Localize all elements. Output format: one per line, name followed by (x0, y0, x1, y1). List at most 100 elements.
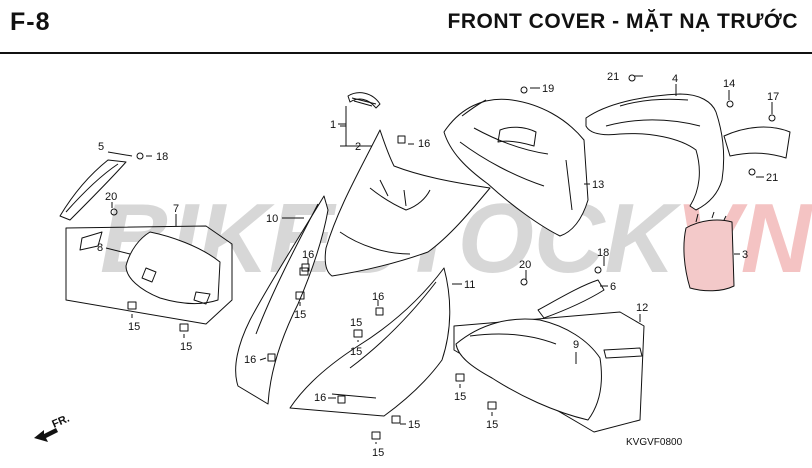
nut-16 (375, 307, 384, 316)
callout-5: 5 (98, 141, 104, 153)
header-rule (0, 52, 812, 54)
callout-18: 18 (156, 151, 168, 163)
clip-15 (371, 431, 381, 440)
clip-15 (455, 373, 465, 382)
callout-9: 9 (573, 339, 579, 351)
part-2-edge (339, 231, 411, 255)
part-9-lower-cover (455, 318, 602, 421)
part-13-detail (459, 99, 573, 211)
screw-21 (628, 74, 636, 82)
part-2-front-cover (324, 129, 491, 277)
part-12-emblem (603, 347, 643, 359)
part-13-inner-cover (443, 98, 589, 237)
bracket-1-2 (340, 106, 347, 147)
callout-15: 15 (350, 317, 362, 329)
callout-17: 17 (767, 91, 779, 103)
callout-21: 21 (607, 71, 619, 83)
nut-16 (301, 263, 310, 272)
screw-19 (520, 86, 528, 94)
part-9-detail (469, 333, 557, 345)
callout-15: 15 (128, 321, 140, 333)
part-10-detail (255, 203, 319, 335)
callout-20: 20 (519, 259, 531, 271)
screw-21 (748, 168, 756, 176)
callout-16: 16 (244, 354, 256, 366)
clip-15 (127, 301, 137, 310)
callout-1: 1 (330, 119, 336, 131)
callout-8: 8 (97, 242, 103, 254)
page-title: FRONT COVER - MẶT NẠ TRƯỚC (447, 10, 798, 33)
front-direction-indicator: FR. (34, 413, 71, 442)
screw-20 (520, 278, 528, 286)
part-13-recess (497, 126, 537, 147)
screw-20 (110, 208, 118, 216)
clip-15 (295, 291, 305, 300)
part-11-right-panel (289, 267, 451, 417)
callout-6: 6 (610, 281, 616, 293)
part-4-detail (605, 98, 701, 127)
callout-10: 10 (266, 213, 278, 225)
leader-line (259, 357, 267, 361)
callout-16: 16 (302, 249, 314, 261)
part-17-cover-arm (723, 126, 791, 159)
callout-18: 18 (597, 247, 609, 259)
part-7-clip (79, 231, 103, 251)
part-11-detail (331, 281, 437, 399)
callout-16: 16 (314, 392, 326, 404)
callout-19: 19 (542, 83, 554, 95)
callout-4: 4 (672, 73, 678, 85)
leader-line (105, 247, 131, 255)
reference-code: KVGVF0800 (626, 437, 683, 448)
callout-7: 7 (173, 203, 179, 215)
part-5-detail (65, 163, 119, 213)
leader-line (107, 151, 133, 157)
part-10-left-panel (235, 195, 329, 405)
callout-15: 15 (408, 419, 420, 431)
callout-13: 13 (592, 179, 604, 191)
screw-18 (594, 266, 602, 274)
screw-14 (726, 100, 734, 108)
screw-18 (136, 152, 144, 160)
part-5-trim (59, 159, 127, 221)
callout-15: 15 (454, 391, 466, 403)
page-code: F-8 (10, 8, 51, 36)
callout-15: 15 (372, 447, 384, 459)
clip-15 (487, 401, 497, 410)
callout-11: 11 (464, 279, 475, 291)
part-8-tabs (141, 267, 211, 305)
callout-20: 20 (105, 191, 117, 203)
callout-15: 15 (486, 419, 498, 431)
callout-21: 21 (766, 172, 778, 184)
clip-15 (179, 323, 189, 332)
callout-15: 15 (180, 341, 192, 353)
callout-15: 15 (294, 309, 306, 321)
callout-16: 16 (372, 291, 384, 303)
screw-17 (768, 114, 776, 122)
nut-16 (337, 395, 346, 404)
callout-14: 14 (723, 78, 735, 90)
callout-15: 15 (350, 346, 362, 358)
callout-12: 12 (636, 302, 648, 314)
part-1-emblem (347, 92, 381, 109)
part-12-frame (453, 311, 645, 433)
callout-3: 3 (742, 249, 748, 261)
part-2-detail (369, 187, 431, 211)
nut-16 (397, 135, 406, 144)
callout-2: 2 (355, 141, 361, 153)
callout-labels: 1 2 3 4 5 6 7 8 9 10 11 12 13 14 15 15 1… (97, 71, 779, 459)
arrow-icon (34, 428, 58, 442)
emblem-detail (351, 97, 377, 107)
part-7-frame (65, 225, 233, 325)
part-6-trim (537, 279, 605, 319)
header: F-8 FRONT COVER - MẶT NẠ TRƯỚC (0, 0, 812, 52)
nut-16 (267, 353, 276, 362)
part-3-foam-pad (683, 219, 735, 292)
direction-label: FR. (50, 413, 71, 431)
part-8-panel (125, 231, 221, 305)
part-3-tabs (695, 211, 727, 223)
clip-15 (353, 329, 363, 338)
part-2-vent (379, 179, 407, 207)
clip-15 (391, 415, 401, 424)
